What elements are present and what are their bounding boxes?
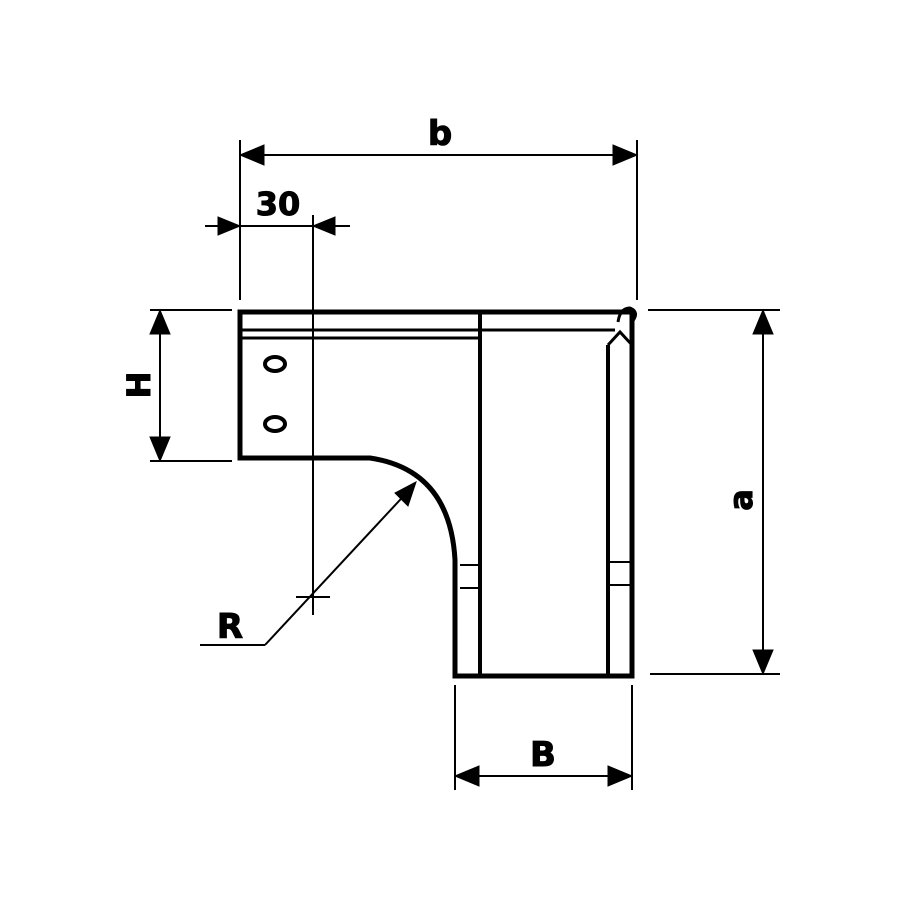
arrowhead-b-right (612, 144, 639, 166)
right-lip (606, 329, 634, 347)
dimension-label-h: H (120, 372, 158, 399)
dimension-label-a: a (722, 489, 760, 511)
dimension-b-upper: B (453, 685, 634, 790)
arrowhead-bb-left (453, 765, 480, 787)
part-outline (237, 306, 637, 679)
arrowhead-r (394, 480, 417, 507)
dimension-h: H (120, 308, 232, 463)
arrowhead-a-top (752, 308, 774, 335)
dimension-label-r: R (217, 607, 243, 647)
dimension-label-b: b (428, 114, 452, 154)
mounting-holes (263, 355, 287, 433)
arrowhead-b-left (238, 144, 265, 166)
arrowhead-bb-right (607, 765, 634, 787)
arrowhead-h-top (149, 308, 171, 335)
arrowhead-30-right (311, 216, 336, 236)
dimension-r: R (200, 480, 417, 648)
arrowhead-a-bottom (752, 649, 774, 676)
arrowhead-h-bottom (149, 436, 171, 463)
dimension-label-30: 30 (256, 185, 301, 223)
dimension-a: a (648, 308, 780, 676)
arrowhead-30-left (217, 216, 242, 236)
mounting-hole-top (263, 355, 287, 373)
leader-line-r (264, 486, 413, 646)
outer-contour (237, 309, 635, 679)
dimension-label-bb: B (530, 735, 556, 775)
top-hook (616, 306, 637, 323)
mounting-hole-bottom (263, 415, 287, 433)
dimension-30: 30 (205, 185, 350, 615)
dimension-b: b (238, 114, 639, 300)
